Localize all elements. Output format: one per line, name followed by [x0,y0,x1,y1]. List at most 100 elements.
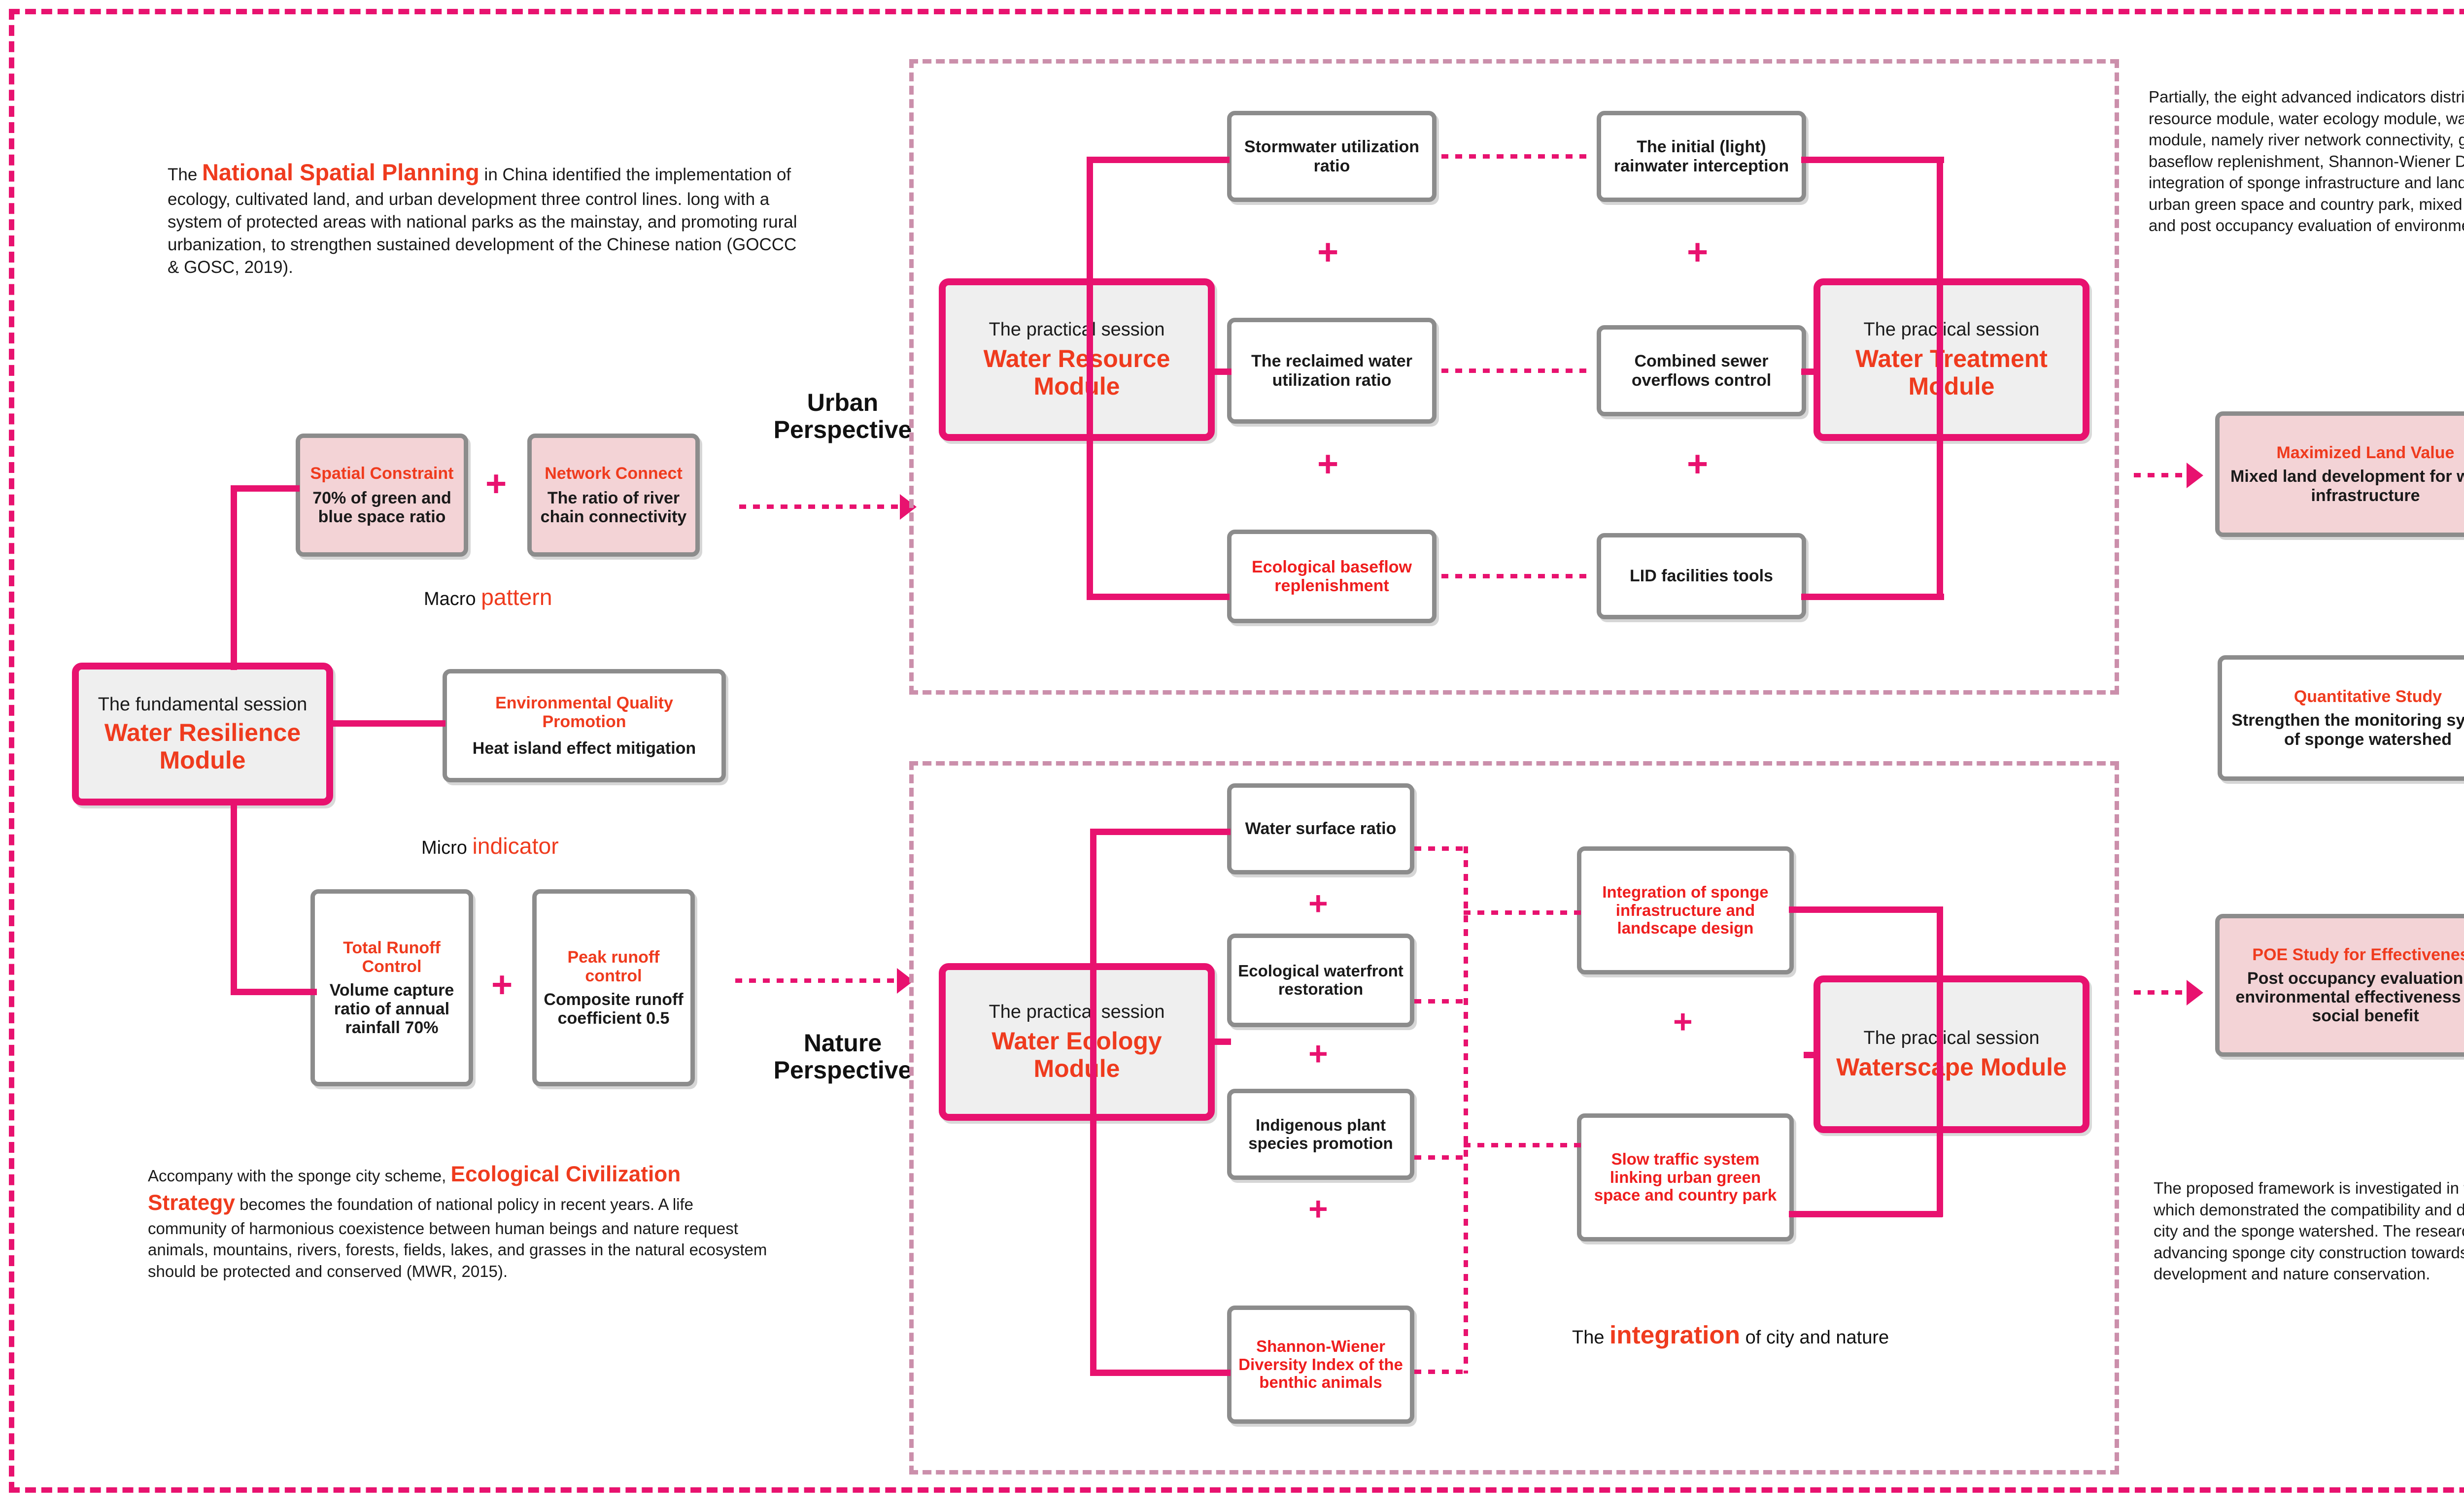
box-reclaimed-water-utilization-ratio[interactable]: The reclaimed water utilization ratio [1227,318,1437,424]
plus-cb-left-3: + [1308,1190,1328,1228]
box-maximized-land-value[interactable]: Maximized Land Value Mixed land developm… [2215,411,2464,537]
box-combined-sewer-overflows-control[interactable]: Combined sewer overflows control [1597,325,1806,416]
connector-resilience-to-micro-h [231,989,317,995]
cb-dot-from-waterfront [1414,999,1469,1004]
box-ecological-waterfront-restoration[interactable]: Ecological waterfront restoration [1227,934,1414,1027]
box-subtitle: Volume capture ratio of annual rainfall … [329,980,454,1038]
box-label: Indigenous plant species promotion [1248,1115,1393,1152]
panel-urban-modules [909,59,2119,695]
box-label: Stormwater utilization ratio [1244,137,1420,175]
box-label: Shannon-Wiener Diversity Index of the be… [1238,1337,1403,1392]
box-water-surface-ratio[interactable]: Water surface ratio [1227,783,1414,874]
module-water-resilience[interactable]: The fundamental session Water Resilience… [72,663,333,805]
box-network-connect[interactable]: Network Connect The ratio of river chain… [527,434,700,557]
connector-resilience-to-micro-v [231,801,237,995]
box-title: Peak runoff control [567,947,660,985]
right-top-paragraph: Partially, the eight advanced indicators… [2149,88,2464,235]
ct-right-stub-mid [1801,369,1820,375]
left-bottom-highlight: Ecological Civilization Strategy [148,1162,681,1215]
cb-right-spine [1937,906,1943,1217]
box-label: Integration of sponge infrastructure and… [1602,882,1769,938]
box-subtitle: 70% of green and blue space ratio [312,488,451,527]
box-title: Quantitative Study [2293,687,2442,706]
cb-dot-from-indigenous [1414,1155,1469,1160]
module-title: Water Resource Module [983,345,1170,401]
cb-right-stub-bottom [1789,1211,1943,1217]
box-initial-rainwater-interception[interactable]: The initial (light) rainwater intercepti… [1597,111,1806,202]
box-indigenous-plant-species-promotion[interactable]: Indigenous plant species promotion [1227,1089,1414,1180]
connector-resilience-to-eqp [331,720,445,727]
outer-dashed-frame [9,9,2464,1493]
module-eyebrow: The practical session [989,1001,1165,1022]
box-spatial-constraint[interactable]: Spatial Constraint 70% of green and blue… [296,434,468,557]
module-title: Water Resilience Module [104,719,301,774]
arrow-urban-perspective-line [739,504,901,509]
left-top-highlight: National Spatial Planning [202,160,479,185]
cb-right-stub-top [1789,906,1943,913]
module-eyebrow: The fundamental session [98,694,308,715]
box-subtitle: Post occupancy evaluation of environment… [2235,969,2464,1026]
arrow-urban-perspective-head [900,494,917,520]
cb-dot-to-slowtraffic [1464,1143,1582,1147]
module-title: Water Treatment Module [1855,345,2048,401]
box-title: Maximized Land Value [2276,443,2455,463]
box-label: LID facilities tools [1630,567,1773,586]
urban-perspective-label: Urban Perspective [773,389,912,443]
cb-dot-to-integration [1464,910,1582,915]
connector-resilience-to-macro-h [231,485,300,492]
arrow-into-poe-study-line [2134,990,2188,995]
ct-right-stub-bottom [1801,594,1944,600]
box-ecological-baseflow-replenishment[interactable]: Ecological baseflow replenishment [1227,530,1437,623]
module-water-resource[interactable]: The practical session Water Resource Mod… [939,278,1215,441]
cb-left-stub-bottom [1090,1370,1231,1376]
box-label: Combined sewer overflows control [1631,352,1772,390]
arrow-into-maximized-land-value-head [2187,463,2203,488]
box-integration-sponge-infrastructure[interactable]: Integration of sponge infrastructure and… [1577,846,1794,974]
ct-left-stub-mid [1211,369,1232,375]
box-shannon-wiener-diversity-index[interactable]: Shannon-Wiener Diversity Index of the be… [1227,1306,1414,1424]
box-lid-facilities-tools[interactable]: LID facilities tools [1597,533,1806,619]
box-label: Ecological waterfront restoration [1238,962,1403,998]
module-water-ecology[interactable]: The practical session Water Ecology Modu… [939,963,1215,1121]
module-water-treatment[interactable]: The practical session Water Treatment Mo… [1814,278,2089,441]
ct-left-stub-top [1087,157,1230,163]
plus-left-macro: + [485,463,507,504]
box-poe-study-for-effectiveness[interactable]: POE Study for Effectiveness Post occupan… [2215,914,2464,1057]
plus-cb-left-2: + [1308,1035,1328,1072]
box-total-runoff-control[interactable]: Total Runoff Control Volume capture rati… [310,889,473,1086]
box-peak-runoff-control[interactable]: Peak runoff control Composite runoff coe… [532,889,695,1086]
plus-ct-left-2: + [1317,443,1339,484]
box-title: Total Runoff Control [343,938,441,976]
box-subtitle: Composite runoff coefficient 0.5 [544,990,684,1028]
plus-cb-right-1: + [1673,1003,1693,1040]
module-waterscape[interactable]: The practical session Waterscape Module [1814,975,2089,1133]
connector-resilience-to-macro-v [231,485,237,670]
ct-left-spine [1087,157,1093,600]
cb-dot-vertical-spine [1464,846,1468,1374]
left-bottom-paragraph: Accompany with the sponge city scheme, E… [148,1162,767,1280]
module-eyebrow: The practical session [1863,1027,2040,1048]
arrow-into-maximized-land-value-line [2134,473,2188,477]
box-title: Environmental Quality Promotion [495,693,673,731]
cb-left-spine [1090,829,1096,1375]
ct-bridge-2 [1441,369,1592,373]
box-label: Slow traffic system linking urban green … [1594,1149,1777,1205]
micro-indicator-label: Micro indicator [421,833,559,859]
box-slow-traffic-system[interactable]: Slow traffic system linking urban green … [1577,1113,1794,1241]
box-quantitative-study[interactable]: Quantitative Study Strengthen the monito… [2218,655,2464,781]
plus-left-micro: + [491,964,513,1005]
box-title: Network Connect [545,464,683,483]
cb-dot-from-watersurface [1414,846,1469,851]
arrow-into-poe-study-head [2187,980,2203,1005]
panel-nature-modules [909,761,2119,1474]
box-label: Water surface ratio [1245,819,1397,838]
left-top-paragraph: The National Spatial Planning in China i… [168,160,797,277]
ct-bridge-1 [1441,154,1592,159]
box-subtitle: Strengthen the monitoring system of spon… [2231,711,2464,749]
box-environmental-quality-promotion[interactable]: Environmental Quality Promotion Heat isl… [443,669,726,782]
box-stormwater-utilization-ratio[interactable]: Stormwater utilization ratio [1227,111,1437,202]
module-eyebrow: The practical session [1863,319,2040,340]
plus-ct-right-2: + [1687,443,1709,484]
cb-right-stub-mid [1804,1052,1820,1058]
